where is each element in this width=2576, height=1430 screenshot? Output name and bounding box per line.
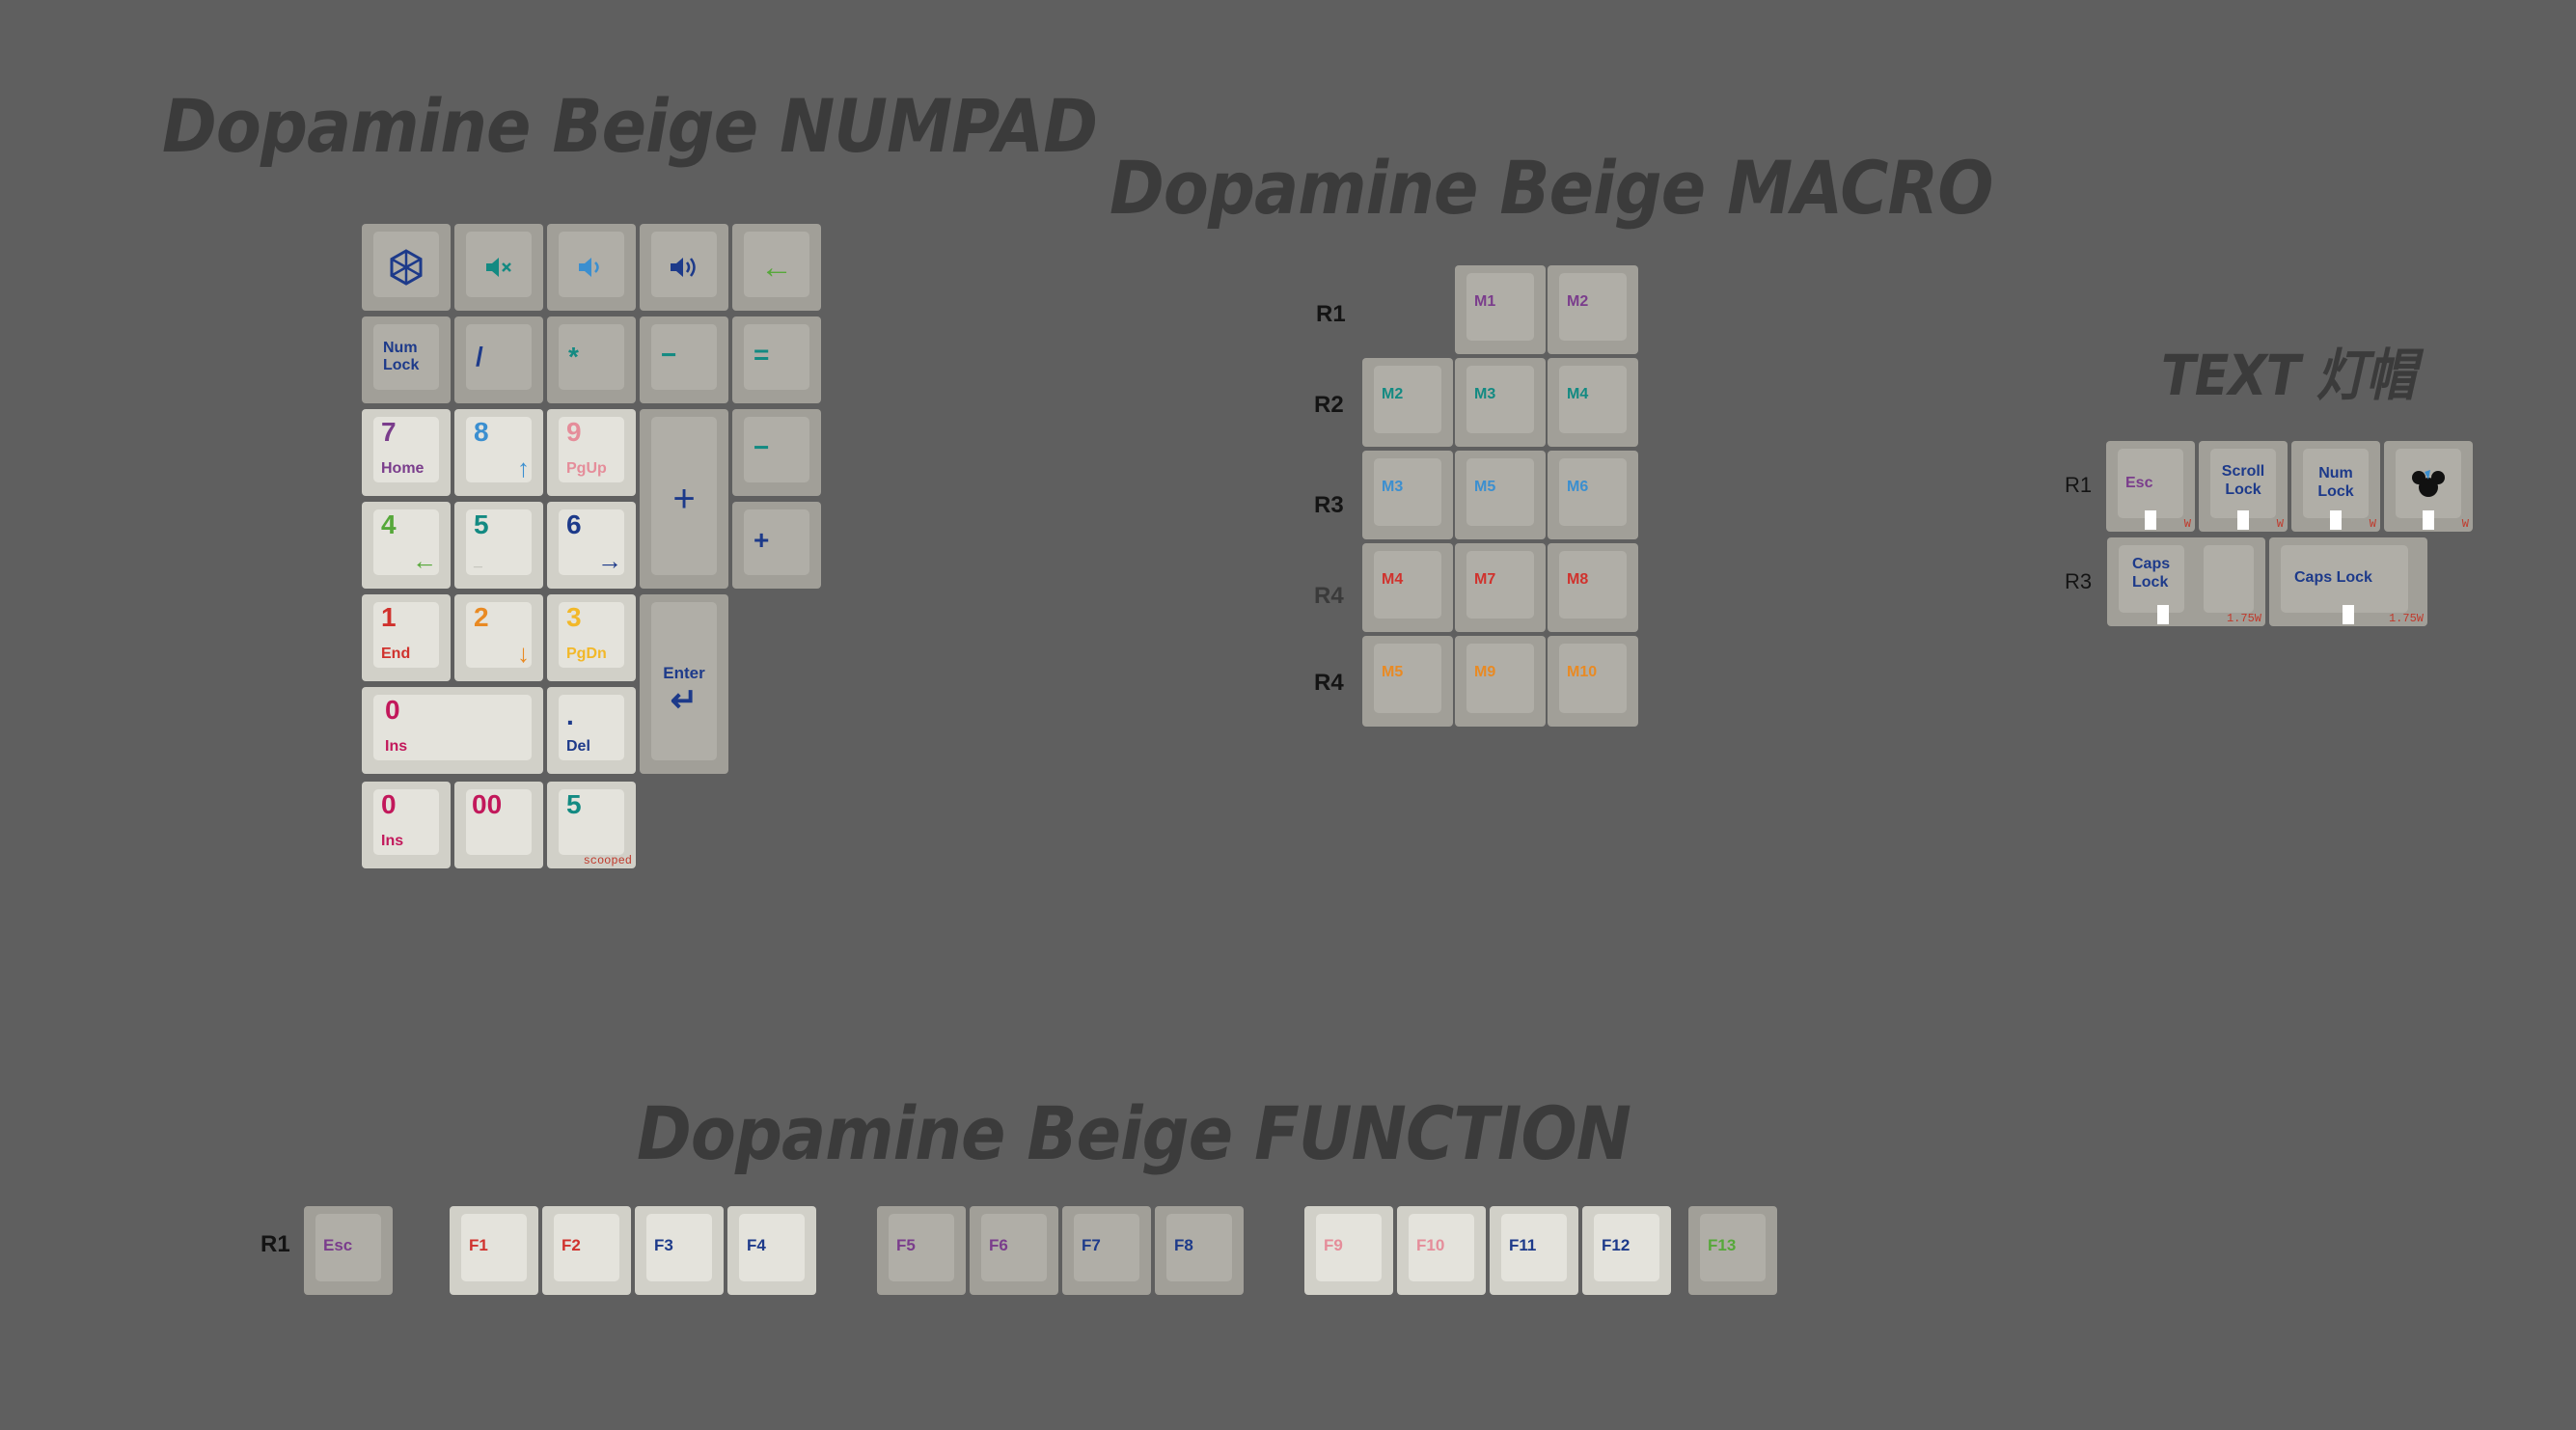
text-title: TEXT 灯帽 xyxy=(2161,343,2416,408)
arrow-up-icon: ↑ xyxy=(517,454,530,482)
macro-key[interactable]: M4 xyxy=(1362,543,1453,632)
fn-f10-key[interactable]: F10 xyxy=(1397,1206,1486,1295)
numpad-0-wide-key[interactable]: 0 Ins xyxy=(362,687,543,774)
macro-title: Dopamine Beige MACRO xyxy=(1110,145,1993,231)
speaker-low-icon xyxy=(547,224,636,311)
volume-down-key[interactable] xyxy=(547,224,636,311)
fn-f2-key[interactable]: F2 xyxy=(542,1206,631,1295)
macro-key[interactable]: M2 xyxy=(1548,265,1638,354)
slash-key[interactable]: / xyxy=(454,316,543,403)
asterisk-key[interactable]: * xyxy=(547,316,636,403)
equals-key[interactable]: = xyxy=(732,316,821,403)
text-row-label: R1 xyxy=(2065,473,2093,497)
plus-tall-key[interactable]: + xyxy=(640,409,728,589)
stem-marker xyxy=(2157,605,2169,624)
numpad-1-key[interactable]: 1 End xyxy=(362,594,451,681)
numpad-5-scooped-key[interactable]: 5 scooped xyxy=(547,782,636,868)
speaker-high-icon xyxy=(640,224,728,311)
numlock-key[interactable]: Num Lock xyxy=(362,316,451,403)
macro-key[interactable]: M9 xyxy=(1455,636,1546,727)
macro-key[interactable]: M3 xyxy=(1362,451,1453,539)
fn-f8-key[interactable]: F8 xyxy=(1155,1206,1244,1295)
numpad-6-key[interactable]: 6 → xyxy=(547,502,636,589)
numpad-3-key[interactable]: 3 PgDn xyxy=(547,594,636,681)
stem-marker xyxy=(2343,605,2354,624)
stem-marker xyxy=(2330,510,2342,530)
fn-esc-key[interactable]: Esc xyxy=(304,1206,393,1295)
speaker-mute-icon xyxy=(454,224,543,311)
fn-f11-key[interactable]: F11 xyxy=(1490,1206,1578,1295)
numpad-00-key[interactable]: 00 xyxy=(454,782,543,868)
text-num-lock-key[interactable]: Num Lock W xyxy=(2291,441,2380,532)
function-title: Dopamine Beige FUNCTION xyxy=(637,1090,1631,1176)
macro-row-label: R4 xyxy=(1314,670,1344,696)
macro-key[interactable]: M7 xyxy=(1455,543,1546,632)
fn-f6-key[interactable]: F6 xyxy=(970,1206,1058,1295)
macro-key[interactable]: M5 xyxy=(1455,451,1546,539)
fn-f5-key[interactable]: F5 xyxy=(877,1206,966,1295)
numpad-dot-key[interactable]: . Del xyxy=(547,687,636,774)
fn-f9-key[interactable]: F9 xyxy=(1304,1206,1393,1295)
text-scroll-lock-key[interactable]: Scroll Lock W xyxy=(2199,441,2288,532)
macro-key[interactable]: M2 xyxy=(1362,358,1453,447)
arrow-right-icon: → xyxy=(597,546,622,575)
macro-key[interactable]: M6 xyxy=(1548,451,1638,539)
function-row-label: R1 xyxy=(260,1231,290,1257)
hexagon-cube-logo-icon xyxy=(362,224,451,311)
stem-marker xyxy=(2237,510,2249,530)
text-row-label: R3 xyxy=(2065,569,2093,593)
backspace-key[interactable]: ← xyxy=(732,224,821,311)
enter-arrow-icon: ↵ xyxy=(670,682,699,719)
numpad-logo-key[interactable] xyxy=(362,224,451,311)
mouse-ears-icon xyxy=(2411,468,2446,506)
macro-key[interactable]: M8 xyxy=(1548,543,1638,632)
macro-key[interactable]: M5 xyxy=(1362,636,1453,727)
text-caps-lock-stepped-key[interactable]: Caps Lock 1.75W xyxy=(2107,537,2265,626)
stem-marker xyxy=(2423,510,2434,530)
macro-key[interactable]: M4 xyxy=(1548,358,1638,447)
numpad-8-key[interactable]: 8 ↑ xyxy=(454,409,543,496)
macro-row-label: R4 xyxy=(1314,583,1344,609)
arrow-left-icon: ← xyxy=(760,249,793,286)
stem-marker xyxy=(2145,510,2156,530)
numpad-2-key[interactable]: 2 ↓ xyxy=(454,594,543,681)
text-mouse-key[interactable]: W xyxy=(2384,441,2473,532)
minus-key[interactable]: − xyxy=(640,316,728,403)
text-esc-key[interactable]: Esc W xyxy=(2106,441,2195,532)
minus-side-key[interactable]: − xyxy=(732,409,821,496)
numpad-5-key[interactable]: 5 _ xyxy=(454,502,543,589)
macro-row-label: R2 xyxy=(1314,392,1344,418)
macro-key[interactable]: M1 xyxy=(1455,265,1546,354)
arrow-down-icon: ↓ xyxy=(517,639,530,668)
numpad-title: Dopamine Beige NUMPAD xyxy=(162,83,1098,169)
numpad-9-key[interactable]: 9 PgUp xyxy=(547,409,636,496)
fn-f4-key[interactable]: F4 xyxy=(727,1206,816,1295)
plus-side-key[interactable]: + xyxy=(732,502,821,589)
mute-key[interactable] xyxy=(454,224,543,311)
fn-f1-key[interactable]: F1 xyxy=(450,1206,538,1295)
enter-key[interactable]: Enter ↵ xyxy=(640,594,728,774)
fn-f12-key[interactable]: F12 xyxy=(1582,1206,1671,1295)
macro-key[interactable]: M3 xyxy=(1455,358,1546,447)
macro-row-label: R1 xyxy=(1316,301,1346,327)
fn-f13-key[interactable]: F13 xyxy=(1688,1206,1777,1295)
macro-row-label: R3 xyxy=(1314,492,1344,518)
fn-f7-key[interactable]: F7 xyxy=(1062,1206,1151,1295)
numpad-7-key[interactable]: 7 Home xyxy=(362,409,451,496)
arrow-left-icon: ← xyxy=(412,546,437,575)
text-caps-lock-key[interactable]: Caps Lock 1.75W xyxy=(2269,537,2427,626)
volume-up-key[interactable] xyxy=(640,224,728,311)
fn-f3-key[interactable]: F3 xyxy=(635,1206,724,1295)
numpad-4-key[interactable]: 4 ← xyxy=(362,502,451,589)
numpad-0-key[interactable]: 0 Ins xyxy=(362,782,451,868)
macro-key[interactable]: M10 xyxy=(1548,636,1638,727)
